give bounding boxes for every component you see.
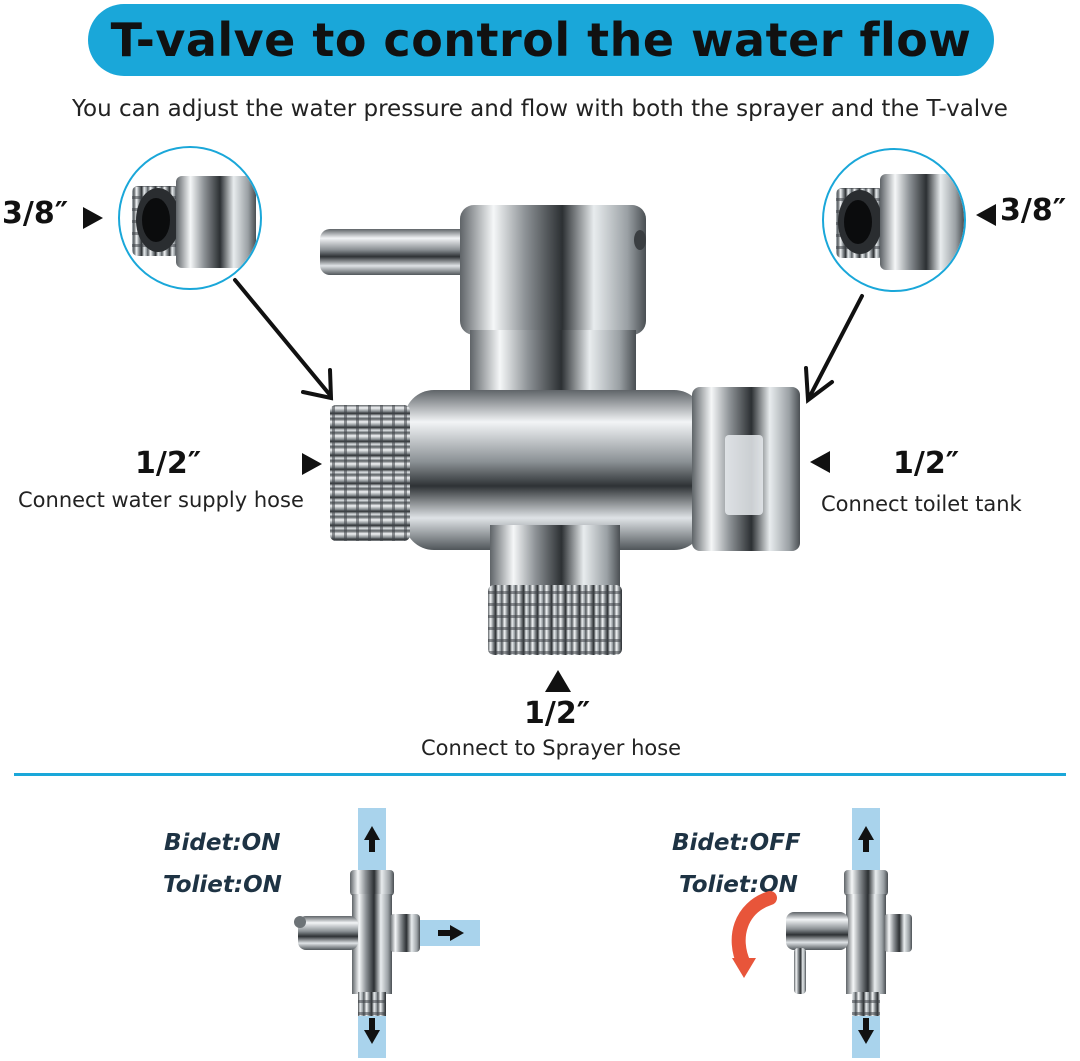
fitting-closeup-left-icon — [132, 176, 256, 268]
bottom-connection-desc: Connect to Sprayer hose — [421, 736, 682, 760]
fitting-closeup-right-icon — [836, 174, 964, 270]
valve-body-icon — [404, 390, 704, 550]
top-right-size-label: 3/8″ — [1000, 193, 1067, 228]
valve-lever-icon — [320, 229, 470, 275]
bottom-outlet-pointer-icon — [545, 670, 571, 692]
page-subtitle: You can adjust the water pressure and fl… — [72, 96, 1008, 122]
mode-off-bidet-label: Bidet:OFF — [672, 830, 801, 856]
t-valve-illustration — [320, 205, 800, 655]
top-left-pointer-icon — [83, 207, 103, 229]
mode-on-toilet-label: Toliet:ON — [163, 872, 282, 898]
mode-off-diagram — [731, 808, 912, 1058]
top-left-size-label: 3/8″ — [2, 196, 69, 231]
pointer-arrows — [233, 278, 864, 404]
section-divider — [14, 773, 1066, 776]
right-connection-desc: Connect toilet tank — [821, 492, 1022, 516]
left-pointer-arrow-icon — [233, 278, 334, 401]
right-size-label: 1/2″ — [893, 446, 960, 481]
valve-cap-icon — [460, 205, 646, 335]
mode-off-toilet-label: Toliet:ON — [679, 872, 798, 898]
lever-down-icon — [794, 948, 806, 994]
title-banner: T-valve to control the water flow — [88, 4, 994, 76]
zoom-detail-right — [822, 148, 966, 292]
zoom-detail-left — [118, 146, 262, 290]
left-threaded-inlet-icon — [330, 405, 410, 541]
top-right-pointer-icon — [976, 204, 996, 226]
right-pointer-arrow-icon — [804, 294, 864, 404]
left-inlet-pointer-icon — [302, 453, 322, 475]
page-title: T-valve to control the water flow — [110, 13, 972, 67]
left-connection-desc: Connect water supply hose — [18, 488, 304, 512]
mode-on-diagram — [294, 808, 480, 1058]
mode-on-bidet-label: Bidet:ON — [164, 830, 281, 856]
left-size-label: 1/2″ — [135, 446, 202, 481]
rotate-arrow-icon — [731, 891, 777, 971]
right-outlet-pointer-icon — [810, 451, 830, 473]
bottom-threaded-outlet-icon — [488, 585, 622, 655]
bottom-size-label: 1/2″ — [524, 696, 591, 731]
